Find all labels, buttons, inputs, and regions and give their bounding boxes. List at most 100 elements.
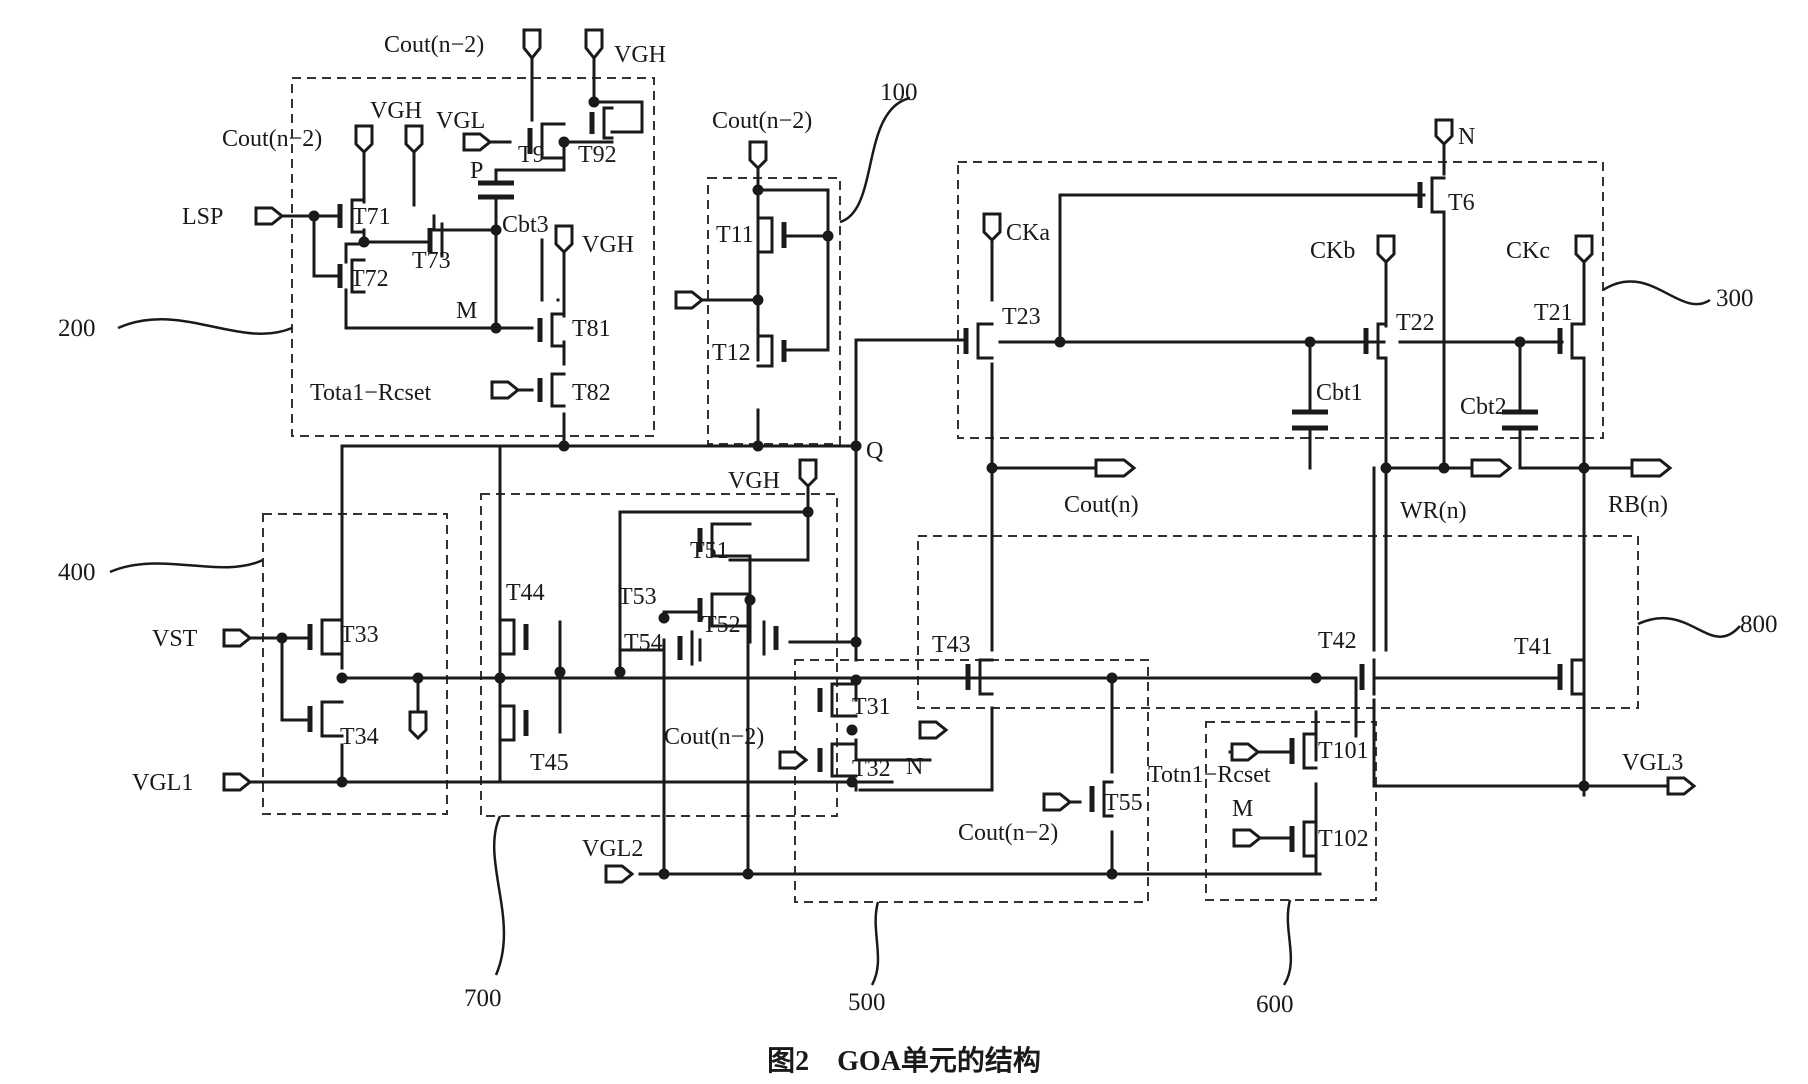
port-cout-n2-b200: [354, 124, 374, 155]
block-600-label: 600: [1256, 991, 1294, 1018]
label-t42: T42: [1318, 628, 1357, 654]
port-lsp: [254, 206, 285, 226]
block-800-box: [917, 535, 1639, 709]
block-600-box: [1205, 721, 1377, 901]
port-reset-200: [490, 380, 521, 400]
port-vgh-top: [584, 28, 604, 61]
label-t73: T73: [412, 248, 451, 274]
label-t22: T22: [1396, 310, 1435, 336]
label-cout-n2-t32: Cout(n−2): [664, 724, 764, 750]
port-vgh-t81: [554, 224, 574, 255]
gate-plates: [307, 112, 1563, 852]
label-t51: T51: [690, 538, 729, 564]
label-rb-n: RB(n): [1608, 492, 1668, 518]
label-vgl3: VGL3: [1622, 750, 1683, 776]
label-ckc: CKc: [1506, 238, 1550, 264]
block-500-label: 500: [848, 989, 886, 1016]
label-cbt3: Cbt3: [502, 212, 549, 238]
port-reset-600: [1230, 742, 1261, 762]
label-vgh-b700: VGH: [728, 468, 780, 494]
labels: 200 100 300 400 800 700 500 600 T9 T92 T…: [58, 32, 1778, 1077]
label-vgh-top: VGH: [614, 42, 666, 68]
label-t92: T92: [578, 142, 617, 168]
label-vgl-top: VGL: [436, 108, 485, 134]
port-t12-gate: [674, 290, 705, 310]
label-m-node: M: [456, 298, 477, 324]
label-t82: T82: [572, 380, 611, 406]
port-cout-n2-t55: [1042, 792, 1073, 812]
label-t72: T72: [350, 266, 389, 292]
channels: [320, 106, 1586, 858]
block-100-label: 100: [880, 79, 918, 106]
block-800-label: 800: [1740, 611, 1778, 638]
label-total-reset-600: Totn1−Rcset: [1148, 762, 1271, 788]
block-200-label: 200: [58, 315, 96, 342]
label-t53: T53: [618, 584, 657, 610]
cbt2-plates: [1502, 409, 1538, 431]
label-t45: T45: [530, 750, 569, 776]
label-t52: T52: [702, 612, 741, 638]
label-t31: T31: [852, 694, 891, 720]
port-cout-n2-t32: [778, 750, 809, 770]
cbt3-plates: [478, 180, 514, 200]
cbt1-plates: [1292, 409, 1328, 431]
block-700-box: [480, 493, 838, 817]
port-cout-n2-top: [522, 28, 542, 61]
label-t33: T33: [340, 622, 379, 648]
port-wr-n: [1470, 458, 1513, 478]
label-t9: T9: [518, 142, 545, 168]
label-t21: T21: [1534, 300, 1573, 326]
label-vgl1: VGL1: [132, 770, 193, 796]
label-t71: T71: [352, 204, 391, 230]
port-t34-out: [408, 710, 428, 741]
label-cout-n2-b100: Cout(n−2): [712, 108, 812, 134]
label-cbt2: Cbt2: [1460, 394, 1507, 420]
label-t43: T43: [932, 632, 971, 658]
port-vgh-b700: [798, 458, 818, 489]
block-700-label: 700: [464, 985, 502, 1012]
port-ckc: [1574, 234, 1594, 265]
label-t55: T55: [1104, 790, 1143, 816]
label-total-reset-200: Tota1−Rcset: [310, 380, 431, 406]
label-n-t32: N: [906, 754, 923, 780]
label-cout-n2-t55: Cout(n−2): [958, 820, 1058, 846]
port-vgl3: [1666, 776, 1697, 796]
label-t32: T32: [852, 756, 891, 782]
block-100-box: [707, 177, 841, 445]
label-cout-n: Cout(n): [1064, 492, 1139, 518]
leader-lines: [109, 96, 1741, 986]
block-300-label: 300: [1716, 285, 1754, 312]
port-vgl2: [604, 864, 635, 884]
port-ckb: [1376, 234, 1396, 265]
label-q-node: Q: [866, 438, 883, 464]
label-t101: T101: [1318, 738, 1369, 764]
port-rb-n: [1630, 458, 1673, 478]
block-200-box: [291, 77, 655, 437]
label-p-node: P: [470, 158, 483, 184]
label-t12: T12: [712, 340, 751, 366]
label-m-node-600: M: [1232, 796, 1253, 822]
port-cout-n2-b100: [748, 140, 768, 171]
label-t6: T6: [1448, 190, 1475, 216]
label-t81: T81: [572, 316, 611, 342]
port-n-t32: [918, 720, 949, 740]
label-t44: T44: [506, 580, 545, 606]
capacitors: [478, 180, 1538, 431]
port-n-top: [1434, 118, 1454, 147]
label-ckb: CKb: [1310, 238, 1355, 264]
label-cka: CKa: [1006, 220, 1050, 246]
label-vgh-b200: VGH: [370, 98, 422, 124]
label-wr-n: WR(n): [1400, 498, 1467, 524]
ports: [222, 28, 1697, 884]
block-400-box: [262, 513, 448, 815]
label-t34: T34: [340, 724, 379, 750]
port-vgl1: [222, 772, 253, 792]
label-t23: T23: [1002, 304, 1041, 330]
label-n-top: N: [1458, 124, 1475, 150]
label-cbt1: Cbt1: [1316, 380, 1363, 406]
label-t41: T41: [1514, 634, 1553, 660]
junction-dots: [276, 96, 1590, 880]
label-t11: T11: [716, 222, 754, 248]
